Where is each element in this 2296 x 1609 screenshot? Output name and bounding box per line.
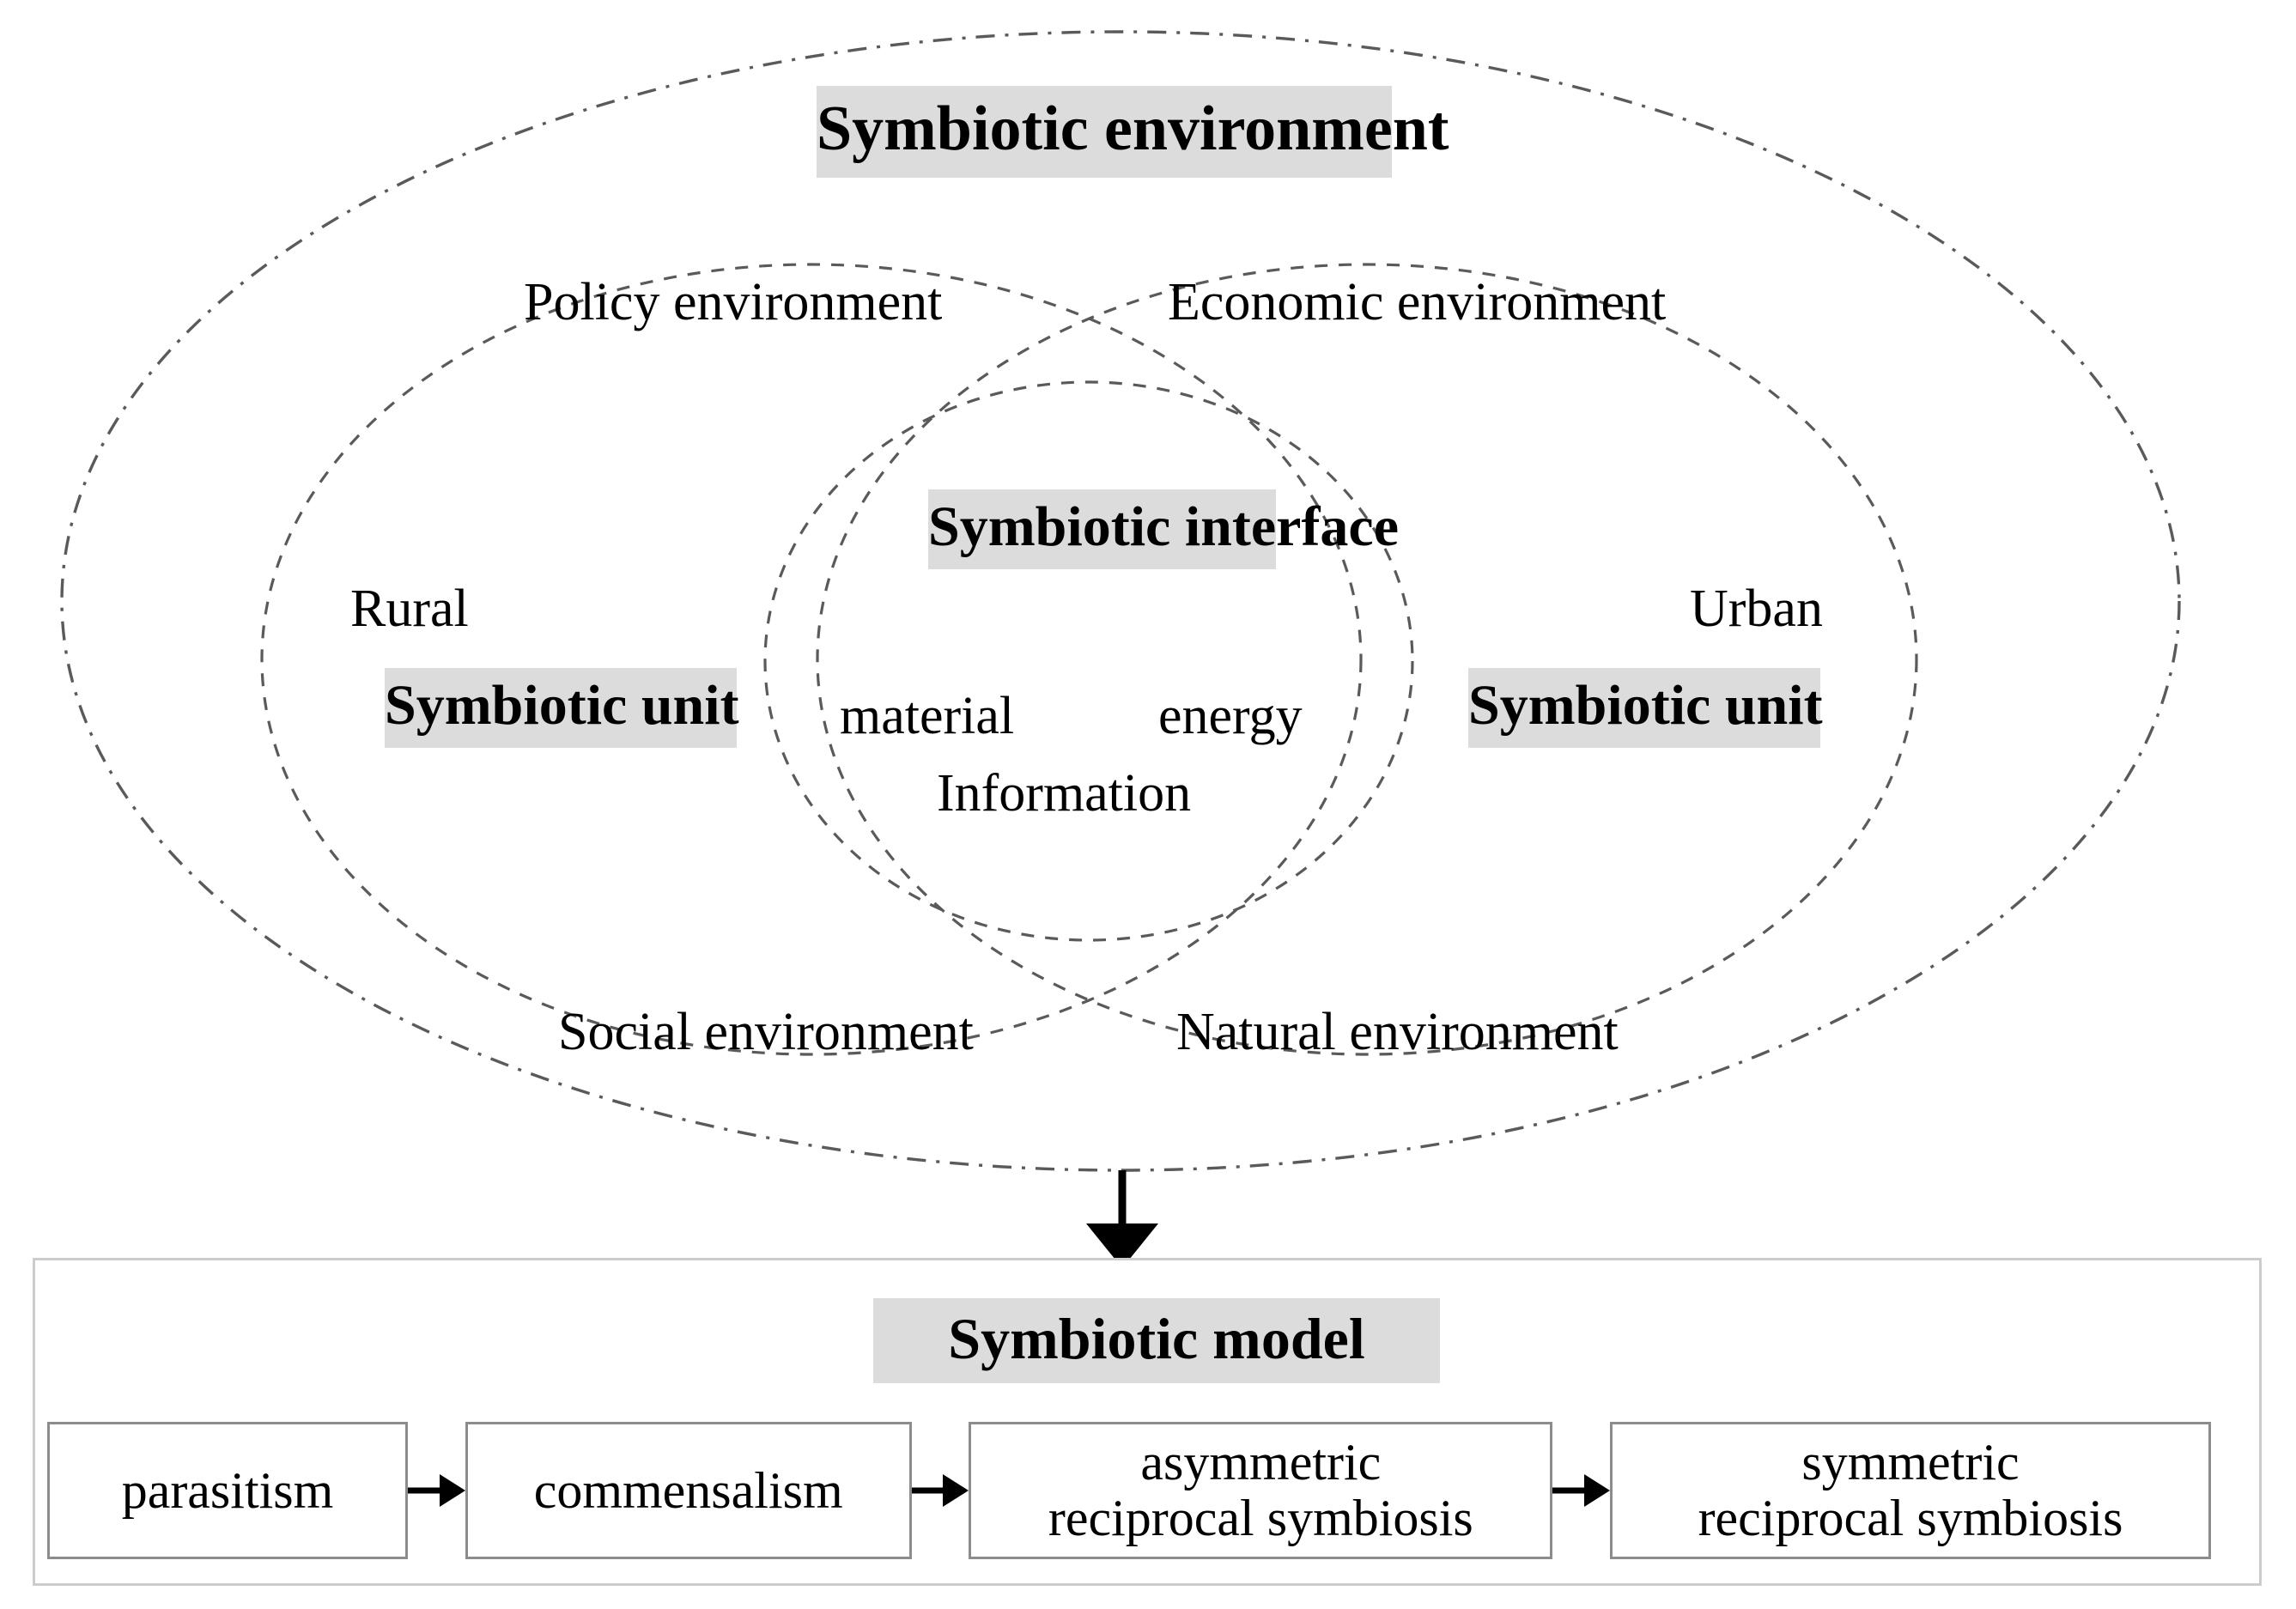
- material-flow-label: material: [840, 687, 1015, 745]
- left-symbiotic-unit-title: Symbiotic unit: [385, 668, 739, 748]
- natural-environment-label: Natural environment: [1176, 1003, 1619, 1061]
- left-unit-ellipse: [260, 263, 1363, 1056]
- urban-label: Urban: [1690, 580, 1823, 638]
- symbiotic-model-title: Symbiotic model: [873, 1298, 1440, 1383]
- right-unit-ellipse: [816, 263, 1918, 1056]
- outer-environment-ellipse: [60, 30, 2181, 1172]
- chain-arrow-1: [408, 1474, 465, 1507]
- flow-down-arrow: [1086, 1170, 1158, 1268]
- symbiotic-interface-title: Symbiotic interface: [928, 489, 1399, 569]
- economic-environment-label: Economic environment: [1168, 273, 1667, 331]
- energy-flow-label: energy: [1158, 687, 1303, 745]
- policy-environment-label: Policy environment: [524, 273, 943, 331]
- chain-arrow-3: [1552, 1474, 1611, 1507]
- model-stage-parasitism[interactable]: parasitism: [47, 1422, 408, 1559]
- rural-label: Rural: [350, 580, 469, 638]
- interface-ellipse: [763, 380, 1414, 942]
- social-environment-label: Social environment: [558, 1003, 974, 1061]
- model-stage-commensalism[interactable]: commensalism: [465, 1422, 912, 1559]
- information-flow-label: Information: [937, 764, 1192, 823]
- right-symbiotic-unit-title: Symbiotic unit: [1468, 668, 1823, 748]
- chain-arrow-2: [911, 1474, 969, 1507]
- symbiotic-environment-title: Symbiotic environment: [817, 86, 1449, 179]
